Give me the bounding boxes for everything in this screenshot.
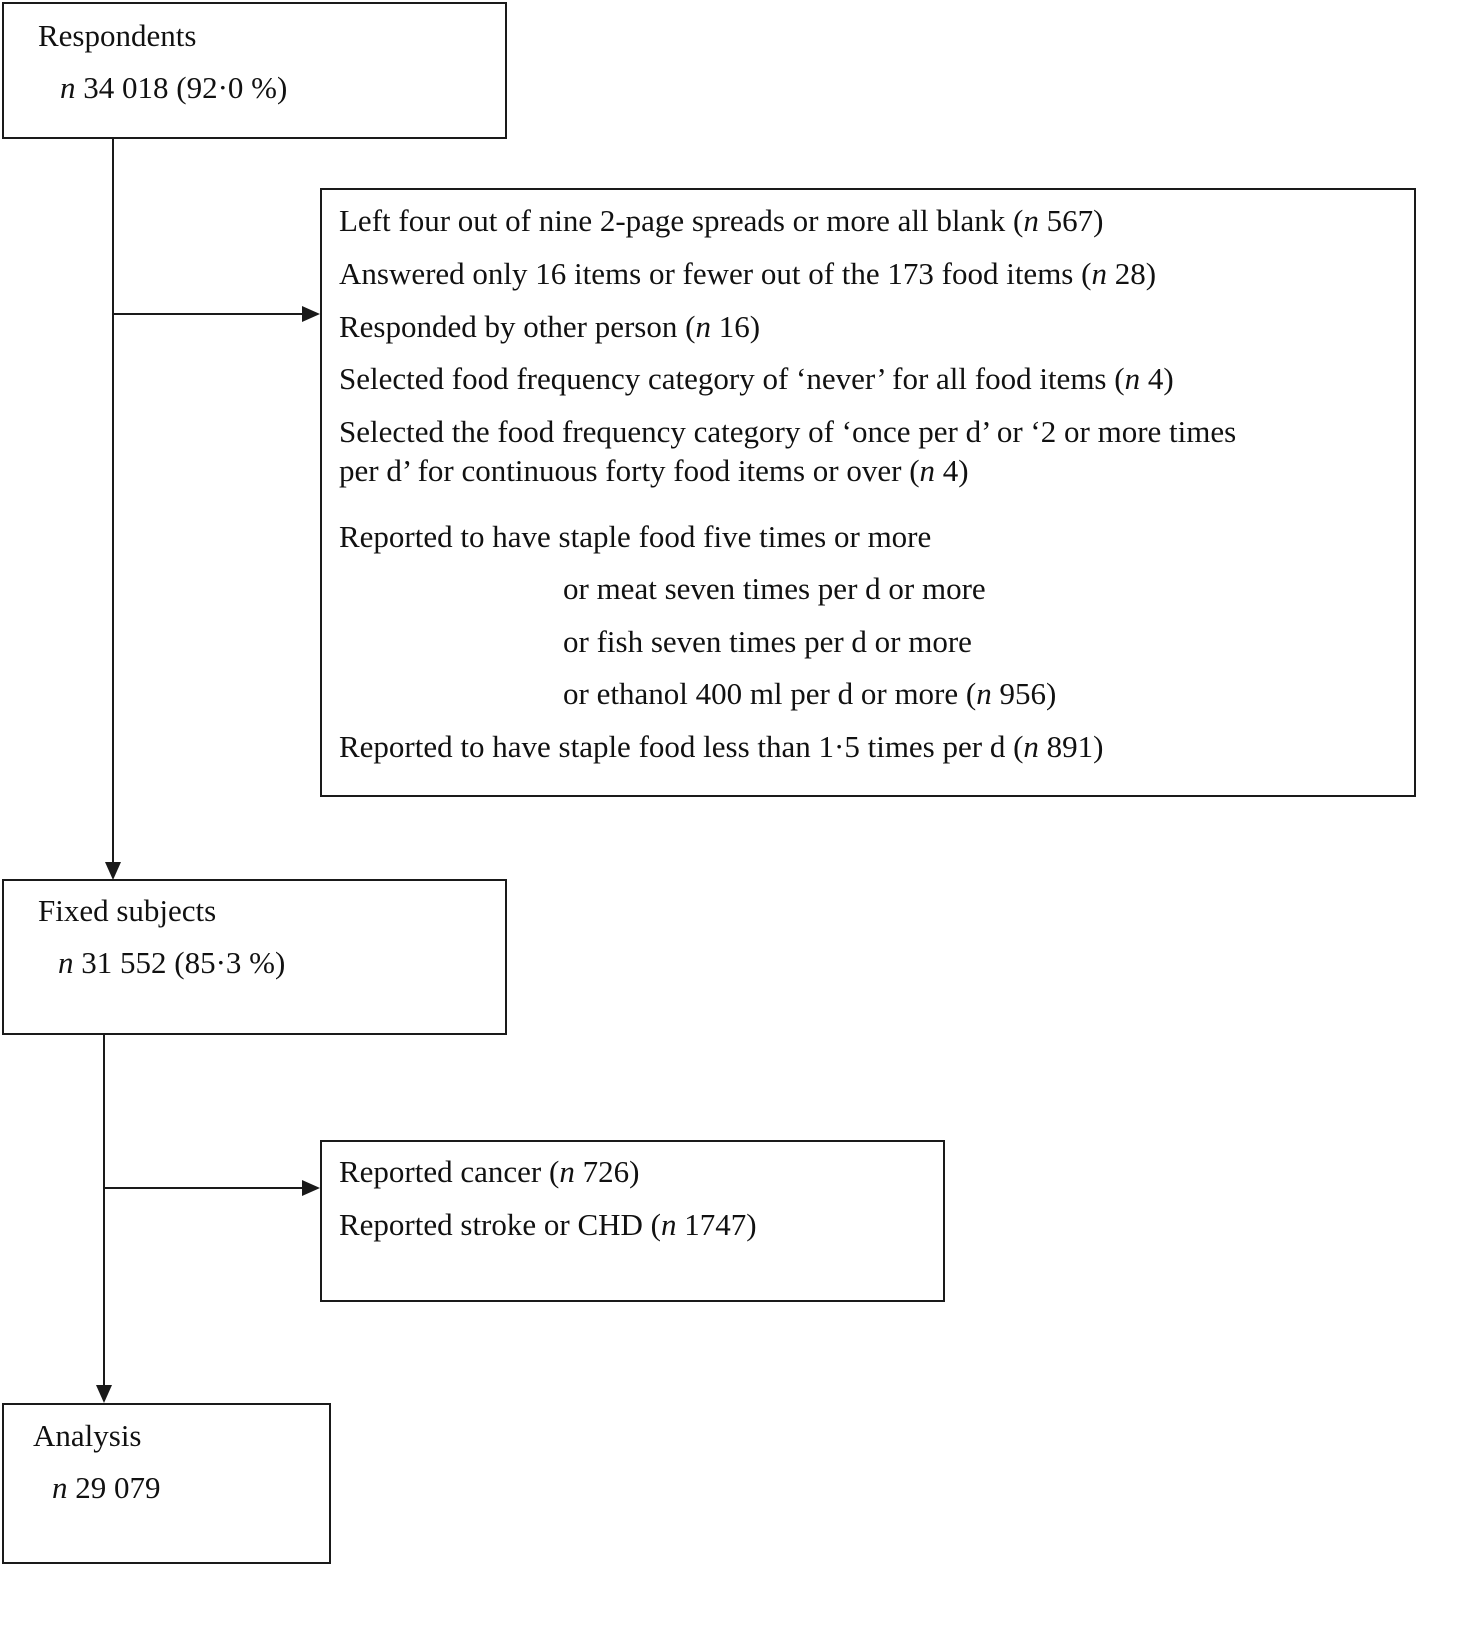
exclusions-box-2: Reported cancer (n 726) Reported stroke …	[320, 1140, 945, 1302]
fixed-subjects-box: Fixed subjects n 31 552 (85·3 %)	[2, 879, 507, 1035]
exclusion-item: Reported to have staple food five times …	[339, 519, 932, 554]
respondents-count: n 34 018 (92·0 %)	[60, 70, 287, 106]
fixed-subjects-count-value: 31 552 (85·3 %)	[81, 945, 286, 980]
arrow-down-icon	[105, 862, 121, 880]
connector-branch-1	[113, 313, 303, 315]
exclusion-item: or fish seven times per d or more	[563, 624, 972, 659]
exclusion-item: Reported cancer (n 726)	[339, 1154, 640, 1189]
arrow-right-icon	[302, 306, 320, 322]
exclusion-item: Selected food frequency category of ‘nev…	[339, 361, 1174, 396]
fixed-subjects-count: n 31 552 (85·3 %)	[58, 945, 285, 981]
exclusion-item: or ethanol 400 ml per d or more (n 956)	[563, 676, 1057, 711]
exclusion-item: Reported to have staple food less than 1…	[339, 729, 1104, 764]
n-symbol: n	[60, 70, 76, 105]
exclusion-item: Left four out of nine 2-page spreads or …	[339, 203, 1104, 238]
n-symbol: n	[58, 945, 74, 980]
exclusion-item: or meat seven times per d or more	[563, 571, 986, 606]
arrow-right-icon	[302, 1180, 320, 1196]
connector-vertical-2	[103, 1035, 105, 1386]
exclusion-item-continuation: per d’ for continuous forty food items o…	[339, 453, 969, 488]
analysis-box: Analysis n 29 079	[2, 1403, 331, 1564]
analysis-title: Analysis	[33, 1418, 142, 1453]
respondents-count-value: 34 018 (92·0 %)	[83, 70, 288, 105]
exclusion-item: Answered only 16 items or fewer out of t…	[339, 256, 1157, 291]
analysis-count: n 29 079	[52, 1470, 161, 1506]
exclusion-item: Selected the food frequency category of …	[339, 414, 1237, 449]
exclusion-item: Responded by other person (n 16)	[339, 309, 761, 344]
n-symbol: n	[52, 1470, 68, 1505]
analysis-count-value: 29 079	[75, 1470, 161, 1505]
respondents-title: Respondents	[38, 18, 197, 53]
arrow-down-icon	[96, 1385, 112, 1403]
connector-vertical-1	[112, 139, 114, 863]
exclusion-item: Reported stroke or CHD (n 1747)	[339, 1207, 757, 1242]
fixed-subjects-title: Fixed subjects	[38, 893, 217, 928]
connector-branch-2	[104, 1187, 303, 1189]
respondents-box: Respondents n 34 018 (92·0 %)	[2, 2, 507, 139]
exclusions-box-1: Left four out of nine 2-page spreads or …	[320, 188, 1416, 797]
